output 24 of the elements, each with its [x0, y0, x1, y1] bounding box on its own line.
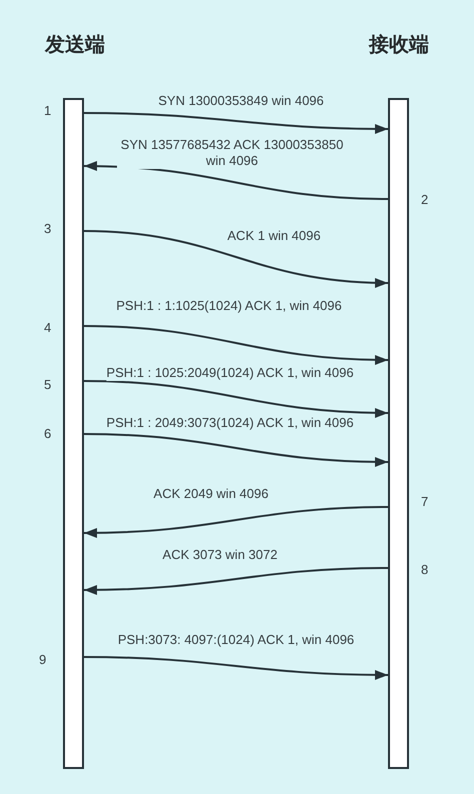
- step-number: 6: [44, 426, 52, 442]
- message-arrow: [84, 506, 388, 538]
- message-arrow: [84, 161, 388, 200]
- step-number: 7: [421, 494, 428, 510]
- message-arrow: [84, 656, 388, 680]
- lifeline-heading: 接收端: [369, 32, 429, 56]
- step-number: 2: [421, 192, 428, 208]
- edge-label: PSH:3073: 4097:(1024) ACK 1, win 4096: [118, 632, 354, 648]
- message-arrow: [84, 567, 388, 595]
- message-arrow: [84, 380, 388, 418]
- message-arrow: [84, 433, 388, 467]
- message-arrow: [84, 230, 388, 288]
- step-number: 8: [421, 562, 428, 578]
- step-number: 3: [44, 221, 52, 237]
- lifeline-heading: 发送端: [45, 32, 105, 56]
- step-number: 9: [39, 652, 46, 668]
- message-arrow: [84, 325, 388, 365]
- edge-label: PSH:1 : 1:1025(1024) ACK 1, win 4096: [116, 298, 342, 314]
- step-number: 1: [44, 103, 52, 119]
- step-number: 5: [44, 377, 52, 393]
- step-number: 4: [44, 320, 52, 336]
- edge-label: PSH:1 : 2049:3073(1024) ACK 1, win 4096: [106, 415, 354, 431]
- message-arrow: [84, 112, 388, 134]
- edge-label: PSH:1 : 1025:2049(1024) ACK 1, win 4096: [106, 365, 354, 381]
